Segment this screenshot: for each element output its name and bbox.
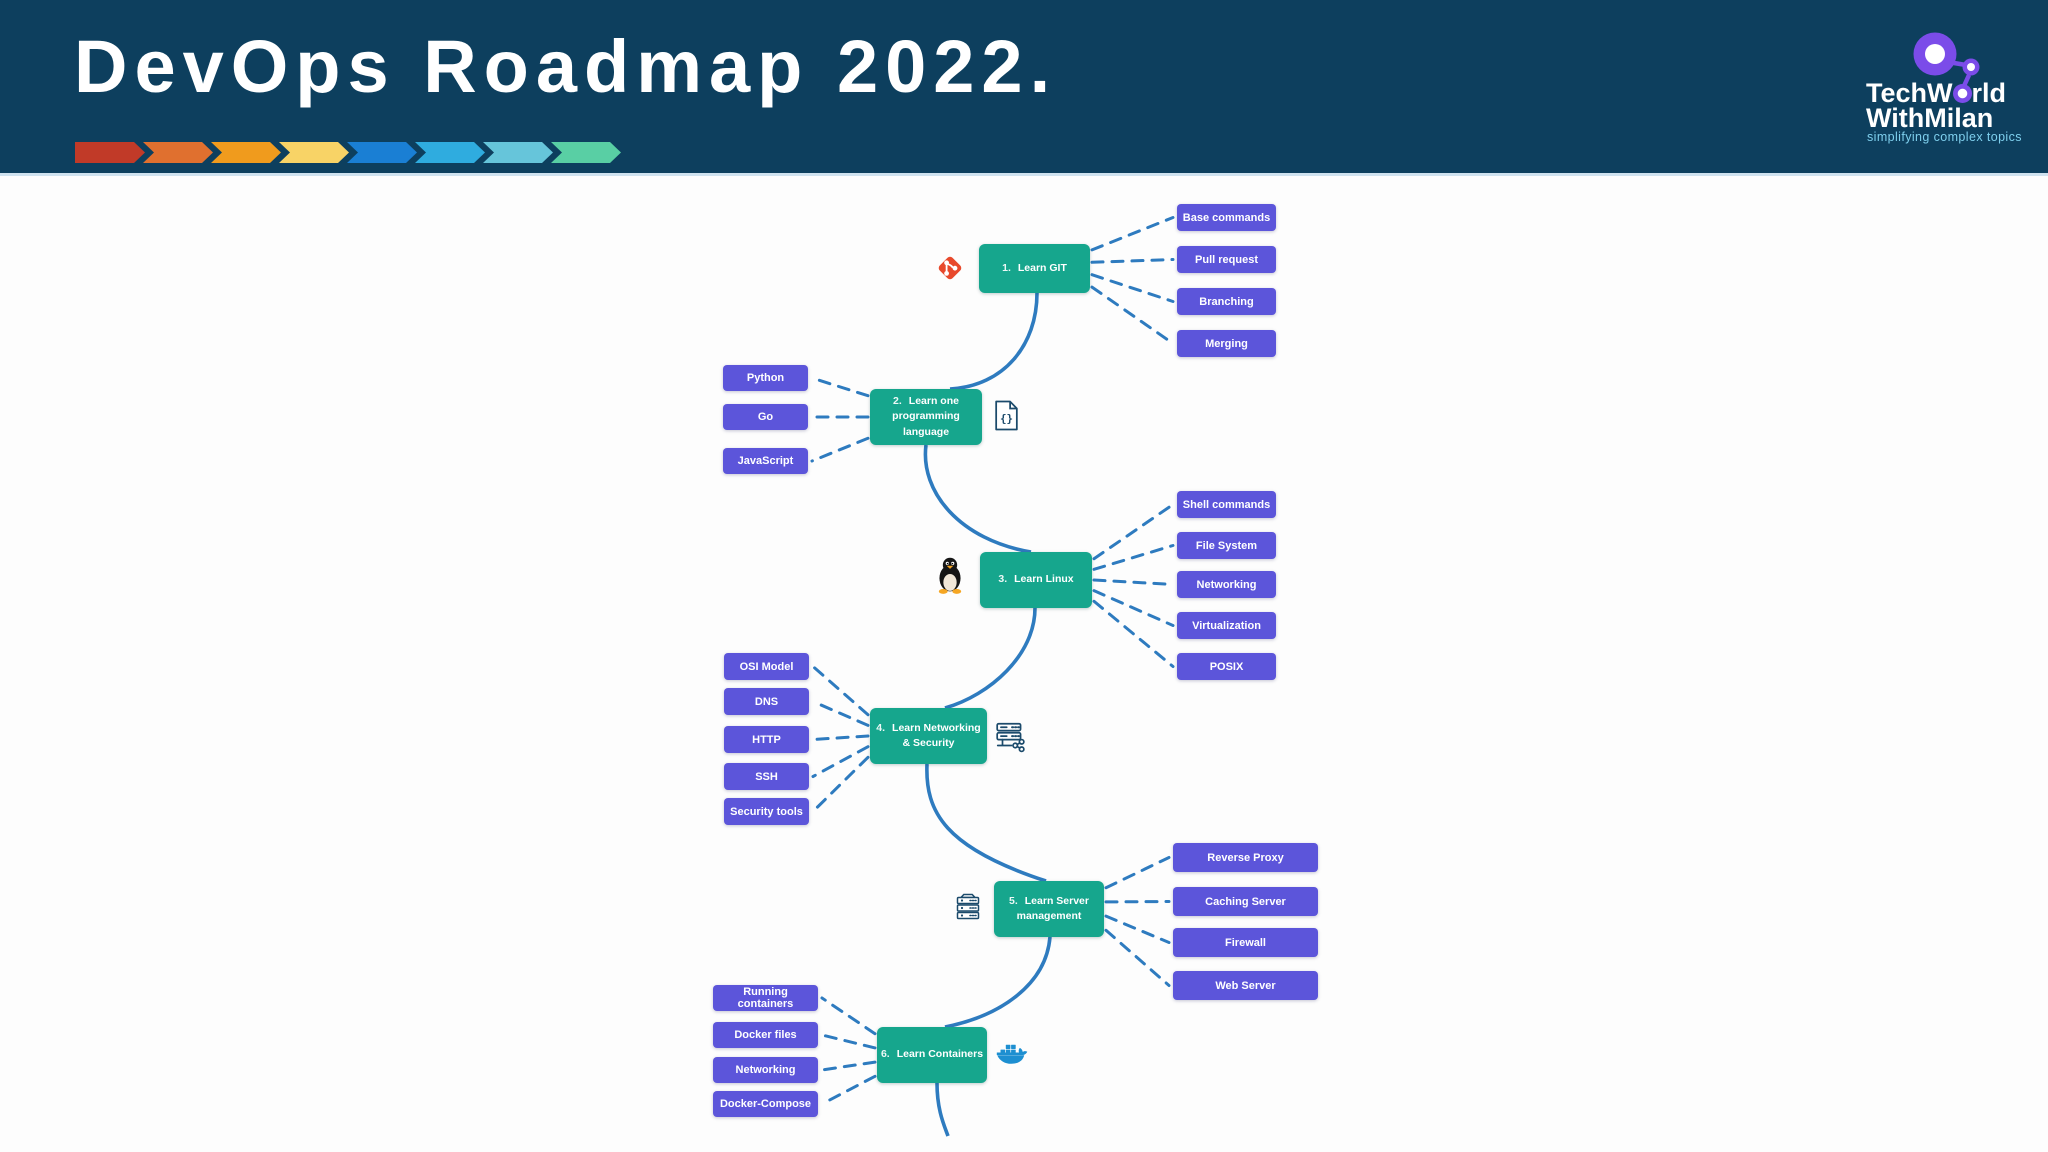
leaf-topic: SSH — [724, 763, 809, 790]
leaf-topic: OSI Model — [724, 653, 809, 680]
roadmap-node-2: 2.Learn one programming language — [870, 389, 982, 445]
leaf-topic: Shell commands — [1177, 491, 1276, 518]
leaf-topic: DNS — [724, 688, 809, 715]
node-number: 4. — [876, 721, 886, 734]
leaf-topic: Virtualization — [1177, 612, 1276, 639]
leaf-topic: File System — [1177, 532, 1276, 559]
leaf-topic: Security tools — [724, 798, 809, 825]
linux-tux-icon — [933, 556, 967, 594]
roadmap-node-1: 1. Learn GIT — [979, 244, 1090, 293]
code-file-icon: {} — [993, 400, 1020, 431]
chevron-arrow — [415, 142, 485, 163]
roadmap-node-4: 4. Learn Networking & Security — [870, 708, 987, 764]
leaf-topic: Base commands — [1177, 204, 1276, 231]
node-number: 3. — [998, 573, 1008, 586]
node-label: Learn GIT — [1017, 261, 1067, 274]
chevron-arrow-strip — [75, 142, 621, 163]
leaf-topic: Networking — [1177, 571, 1276, 598]
node-label: Learn Server management — [1016, 894, 1089, 922]
leaf-topic: Docker-Compose — [713, 1091, 818, 1117]
chevron-arrow — [143, 142, 213, 163]
network-server-icon — [994, 720, 1028, 754]
node-label: Learn Linux — [1014, 573, 1074, 586]
leaf-topic: JavaScript — [723, 448, 808, 474]
node-number: 5. — [1009, 894, 1018, 907]
chevron-arrow — [279, 142, 349, 163]
roadmap-node-3: 3. Learn Linux — [980, 552, 1092, 608]
leaf-topic: Networking — [713, 1057, 818, 1083]
leaf-topic: Python — [723, 365, 808, 391]
leaf-topic: POSIX — [1177, 653, 1276, 680]
roadmap-node-6: 6. Learn Containers — [877, 1027, 987, 1083]
chevron-arrow — [347, 142, 417, 163]
leaf-topic: Running containers — [713, 985, 818, 1011]
chevron-arrow — [211, 142, 281, 163]
server-rack-icon — [952, 892, 984, 922]
node-number: 1. — [1002, 261, 1011, 274]
chevron-arrow — [75, 142, 145, 163]
leaf-topic: Reverse Proxy — [1173, 843, 1318, 872]
node-label: Learn one programming language — [892, 395, 960, 438]
node-number: 6. — [880, 1048, 890, 1061]
brand-name-line2: WithMilan — [1866, 103, 1994, 133]
svg-text:{}: {} — [1000, 412, 1013, 425]
leaf-topic: Web Server — [1173, 971, 1318, 1000]
leaf-topic: Branching — [1177, 288, 1276, 315]
leaf-topic: Merging — [1177, 330, 1276, 357]
leaf-topic: HTTP — [724, 726, 809, 753]
git-icon — [934, 252, 966, 284]
chevron-arrow — [483, 142, 553, 163]
leaf-topic: Firewall — [1173, 928, 1318, 957]
logo-o-circle-icon — [1952, 84, 1972, 103]
roadmap-node-5: 5.Learn Server management — [994, 881, 1104, 937]
leaf-topic: Pull request — [1177, 246, 1276, 273]
leaf-topic: Docker files — [713, 1022, 818, 1048]
leaf-topic: Caching Server — [1173, 887, 1318, 916]
leaf-topic: Go — [723, 404, 808, 430]
chevron-arrow — [551, 142, 621, 163]
node-label: Learn Containers — [896, 1048, 984, 1061]
node-number: 2. — [893, 395, 902, 408]
node-label: Learn Networking & Security — [892, 721, 981, 749]
brand-tagline: simplifying complex topics — [1867, 130, 2022, 144]
page-title: DevOps Roadmap 2022. — [74, 25, 1058, 108]
docker-whale-icon — [995, 1042, 1029, 1068]
